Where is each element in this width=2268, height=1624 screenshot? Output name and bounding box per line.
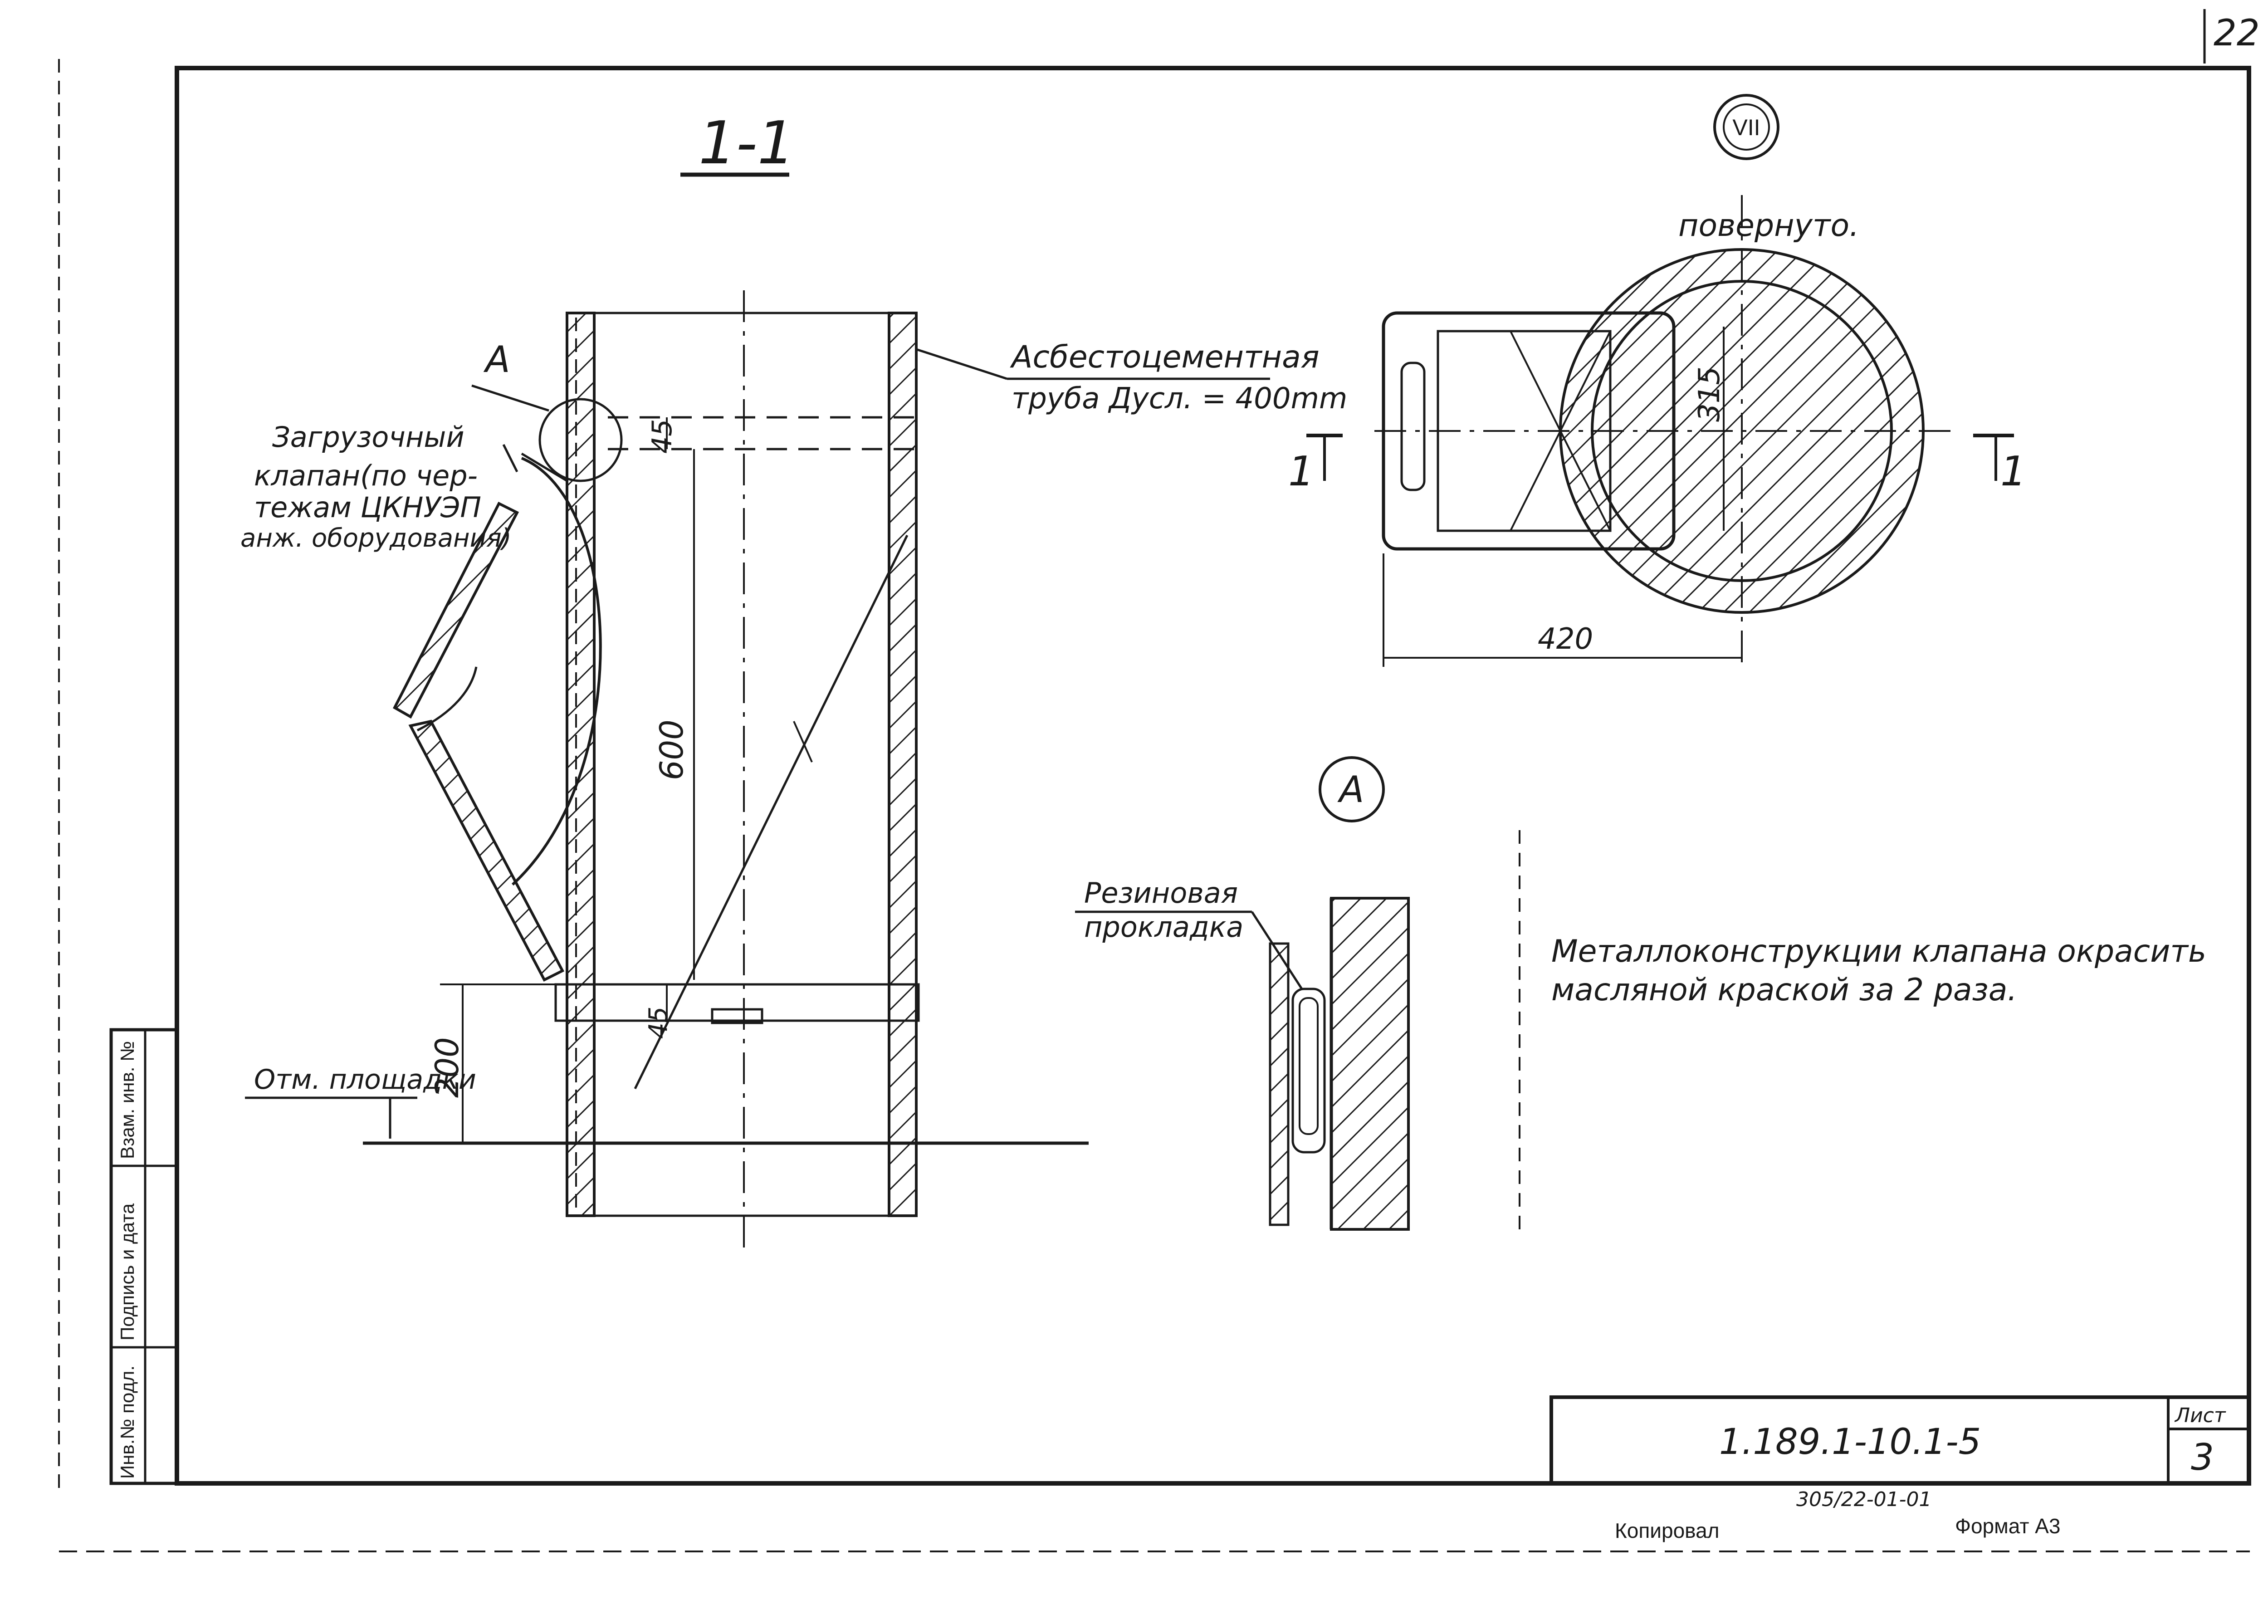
stamp-replaces-inv: Взам. инв. № <box>117 1041 138 1159</box>
dim-315: 315 <box>1693 367 1726 422</box>
note-line-2: масляной краской за 2 раза. <box>1551 972 2017 1008</box>
copied-label: Копировал <box>1615 1519 1720 1542</box>
list-label: Лист <box>2174 1404 2226 1427</box>
order-stamp: 305/22-01-01 <box>1796 1488 1932 1511</box>
pipe-label-1: Асбестоцементная <box>1010 339 1320 375</box>
note: Металлоконструкции клапана окрасить масл… <box>1551 934 2206 1008</box>
platform-label: Отм. площадки <box>254 1064 476 1096</box>
sheet-designation: 1.189.1-10.1-5 <box>1719 1422 1981 1463</box>
sheet-frame <box>58 59 2251 1552</box>
dim-200: 200 <box>429 1037 466 1098</box>
gasket-label-2: прокладка <box>1084 910 1243 944</box>
stamp-column: Инв.№ подл. Подпись и дата Взам. инв. № <box>109 1028 179 1485</box>
title-block: 1.189.1-10.1-5 Лист 3 <box>1549 1395 2251 1485</box>
section-mark-left: 1 <box>1288 448 1314 495</box>
format-label: Формат А3 <box>1955 1514 2060 1538</box>
gasket-label-1: Резиновая <box>1084 876 1238 910</box>
page-number: 22 <box>2214 12 2260 54</box>
section-title: 1-1 <box>699 108 795 177</box>
note-line-1: Металлоконструкции клапана окрасить <box>1551 934 2206 969</box>
dim-600: 600 <box>653 719 690 780</box>
stamp-signature-date: Подпись и дата <box>117 1203 138 1340</box>
valve-label-3: тежам ЦКНУЭП <box>254 491 481 524</box>
dim-45-top: 45 <box>646 419 678 454</box>
callout-a: А <box>483 338 510 381</box>
valve-label-2: клапан(по чер- <box>254 459 478 492</box>
valve-label-1: Загрузочный <box>272 421 464 454</box>
plan-view: VII повернуто. 315 420 1 1 <box>1288 94 2026 667</box>
detail-a: А Резиновая прокладка <box>1075 756 1520 1234</box>
stamp-inv-original: Инв.№ подл. <box>117 1365 138 1479</box>
valve-label-4: анж. оборудования) <box>240 523 512 553</box>
rotated-label: повернуто. <box>1678 208 1859 244</box>
section-mark-right: 1 <box>2000 448 2026 495</box>
pipe-label-2: труба Дусл. = 400mm <box>1012 382 1347 416</box>
dim-45-bottom: 45 <box>644 1007 673 1039</box>
section-1-1: 1-1 А Загрузочный кла <box>240 108 1347 1252</box>
view-number: VII <box>1732 115 1760 140</box>
dim-420: 420 <box>1538 622 1593 656</box>
list-number: 3 <box>2191 1436 2214 1478</box>
detail-title: А <box>1337 768 1364 811</box>
